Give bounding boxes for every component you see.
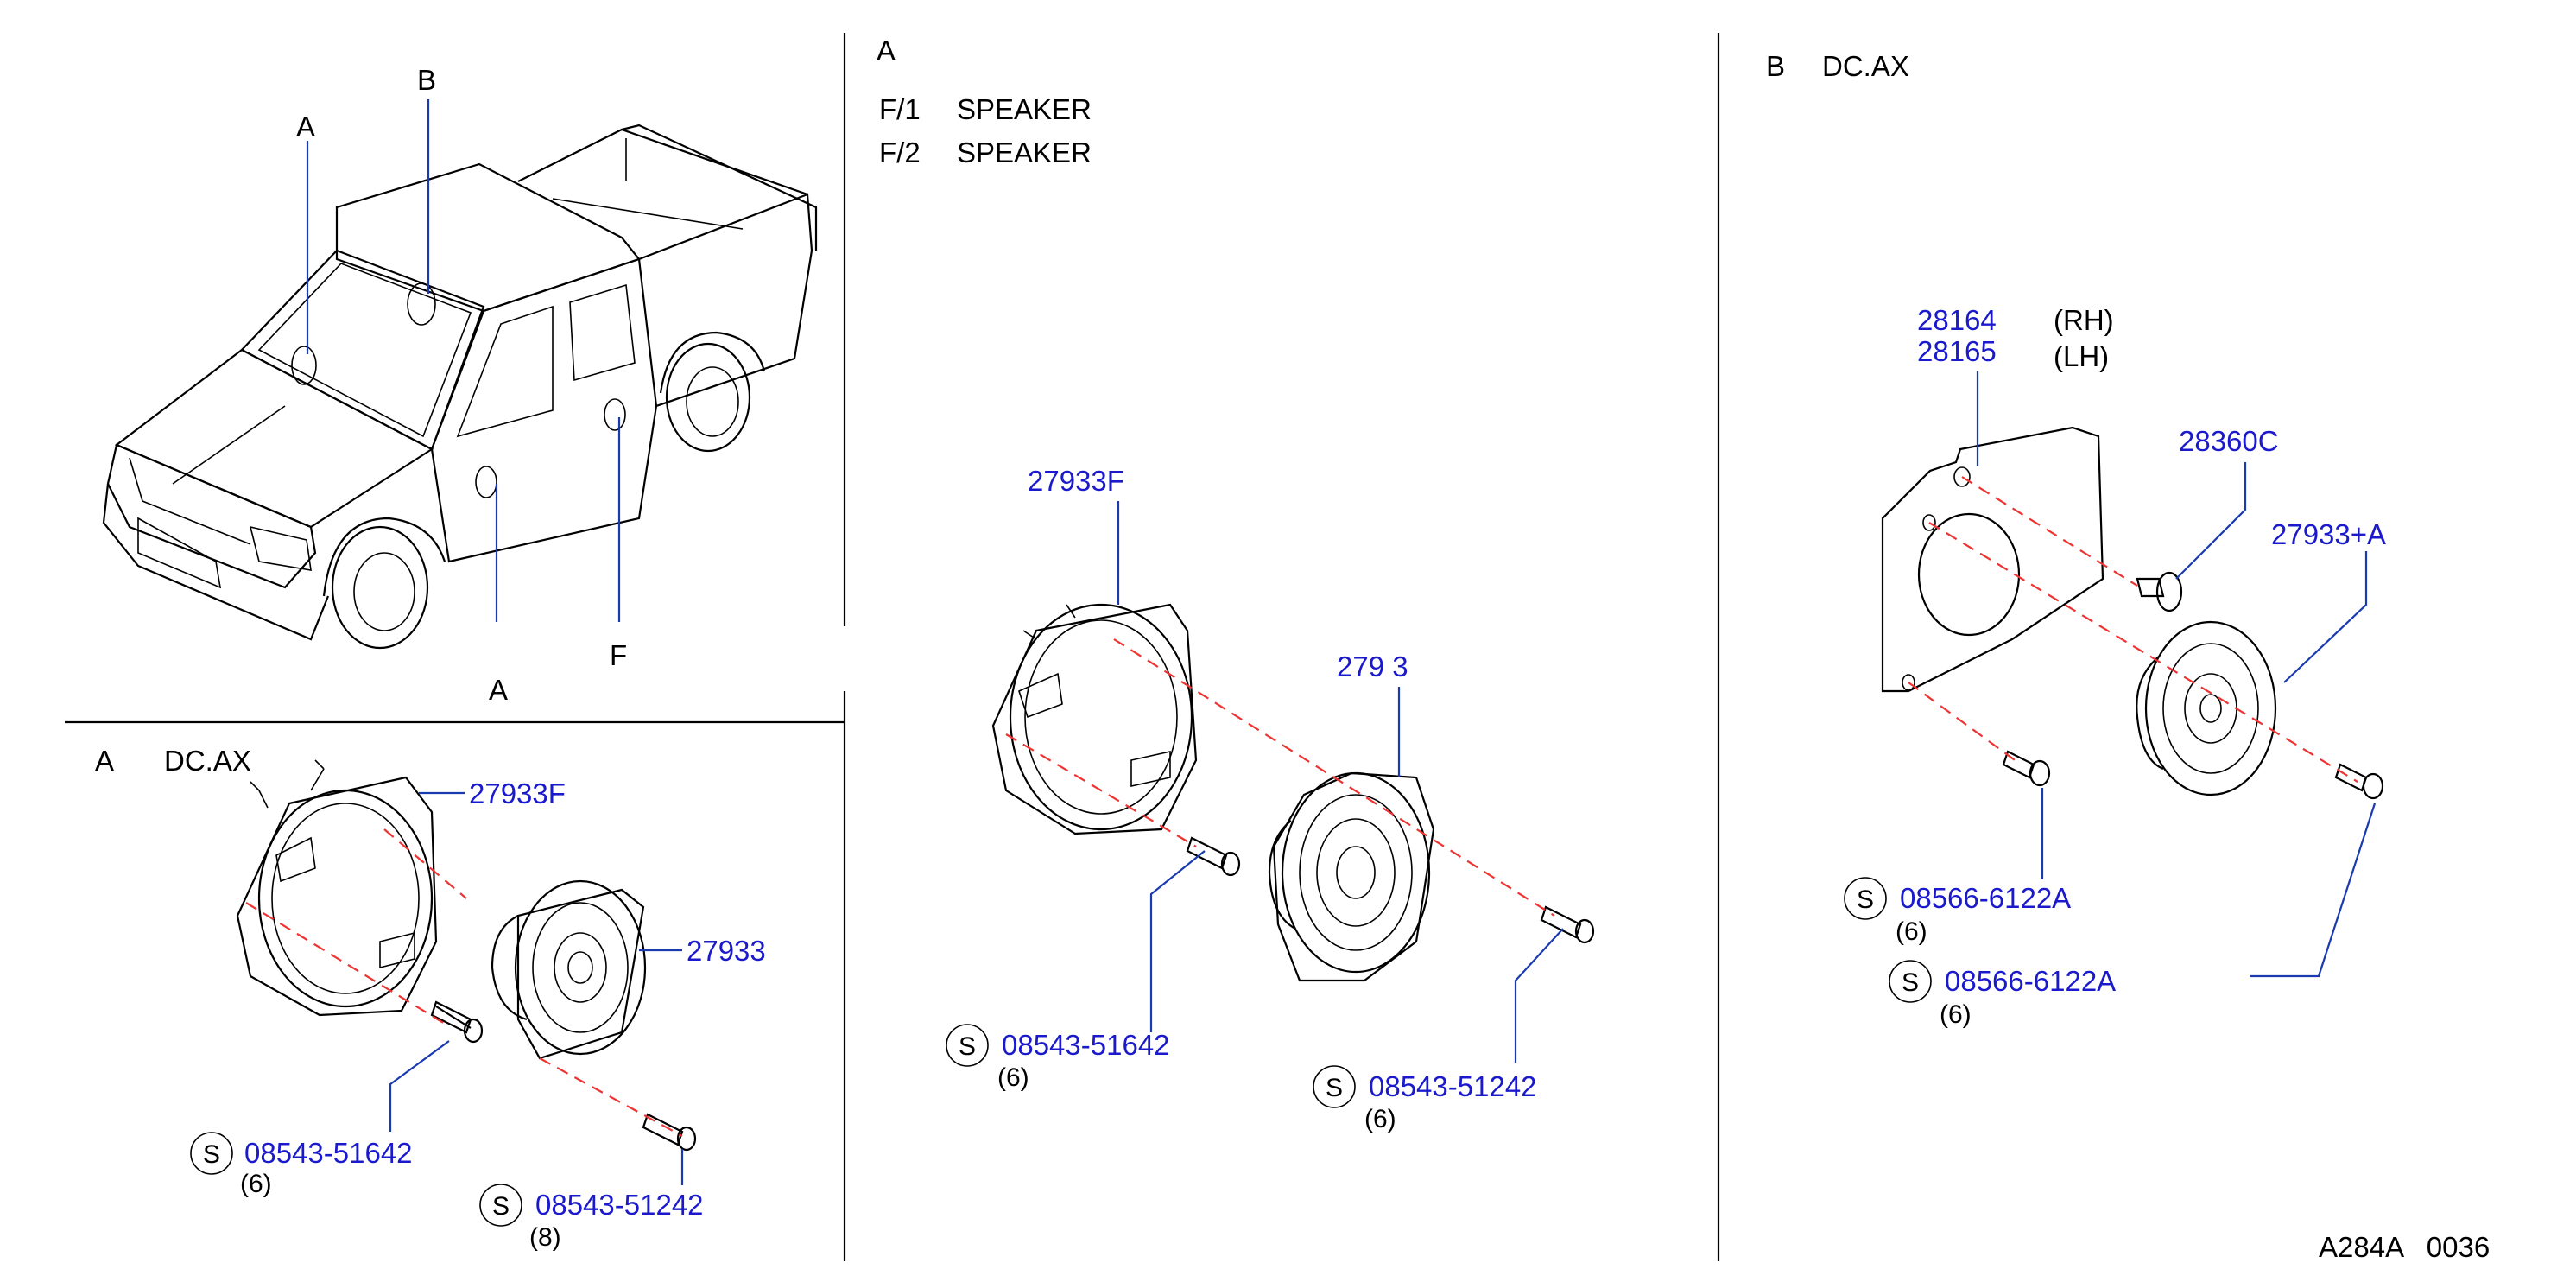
service-mark: S [1902,968,1919,997]
part-number-28164: 28164 [1917,304,1997,336]
panel-dividers [65,33,1720,1261]
part-number-27933f: 27933F [469,777,566,809]
quantity-screw-1: (6) [240,1170,272,1198]
side-rh: (RH) [2054,304,2114,336]
quantity-screw-2: (8) [529,1223,561,1252]
service-mark: S [1857,885,1874,914]
service-mark-circle [1844,877,1887,920]
service-mark: S [1326,1074,1343,1102]
part-number-28360c: 28360C [2179,425,2279,457]
side-lh: (LH) [2054,340,2109,372]
panel-a-lower-view: A [95,745,114,777]
panel-a-lower-variant: DC.AX [164,745,251,777]
row-code-f1: F/1 [879,93,921,125]
bracket-27933f-upper-drawing [991,603,1198,835]
diagram-code: A284A 0036 [2319,1231,2490,1263]
panel-b-variant: DC.AX [1822,50,1909,82]
service-mark-circle [1889,960,1932,1003]
service-mark: S [203,1140,220,1169]
screw-08543-51642-drawing [430,1000,484,1044]
screw-08566-6122a-1-drawing [2002,750,2051,787]
speaker-279-3-drawing [1268,771,1435,982]
quantity-screw-1-upper: (6) [997,1063,1029,1092]
part-number-27933: 27933 [687,935,766,967]
row-name-f1: SPEAKER [957,93,1092,125]
part-number-08543-51242-upper: 08543-51242 [1369,1070,1537,1102]
service-mark-circle [1313,1065,1356,1108]
part-number-08543-51242: 08543-51242 [535,1189,704,1221]
screw-08543-51242-drawing [642,1113,697,1152]
row-code-f2: F/2 [879,136,921,168]
quantity-screw-2-b: (6) [1940,1000,1972,1029]
part-number-27933f-upper: 27933F [1028,465,1124,497]
screw-08543-51242-upper-drawing [1540,905,1595,944]
quantity-screw-1-b: (6) [1896,917,1927,946]
part-number-28165: 28165 [1917,335,1997,367]
part-number-27933-a: 27933+A [2271,518,2386,550]
part-number-279-3: 279 3 [1337,651,1408,682]
service-mark-circle [946,1024,989,1067]
service-mark: S [492,1192,510,1221]
callout-a-top: A [296,111,315,143]
clip-28360c-drawing [2136,571,2183,612]
truck-overview-illustration: A B A F [102,64,818,706]
panel-b: B DC.AX [1766,50,2386,1029]
service-mark: S [959,1032,976,1061]
panel-b-view: B [1766,50,1785,82]
part-number-08566-6122a-2: 08566-6122A [1945,965,2116,997]
service-mark-circle [479,1184,522,1227]
row-name-f2: SPEAKER [957,136,1092,168]
speaker-27933-drawing [491,879,647,1060]
screw-08543-51642-upper-drawing [1186,836,1241,877]
panel-a-upper: A F/1 SPEAKER F/2 SPEAKER [877,35,1595,1133]
speaker-27933a-drawing [2136,620,2277,796]
bracket-27933f-drawing [236,759,438,1017]
service-mark-circle [190,1132,233,1175]
callout-f-bottom: F [610,639,627,671]
callout-a-bottom: A [489,674,508,706]
panel-a-upper-view: A [877,35,896,67]
screw-08566-6122a-2-drawing [2334,763,2384,800]
part-number-08543-51642-upper: 08543-51642 [1002,1029,1170,1061]
bracket-28164-drawing [1881,426,2104,693]
quantity-screw-2-upper: (6) [1364,1105,1396,1133]
callout-b-top: B [417,64,436,96]
part-number-08543-51642: 08543-51642 [244,1137,413,1169]
panel-a-lower: A DC.AX [95,745,766,1252]
part-number-08566-6122a-1: 08566-6122A [1900,882,2071,914]
